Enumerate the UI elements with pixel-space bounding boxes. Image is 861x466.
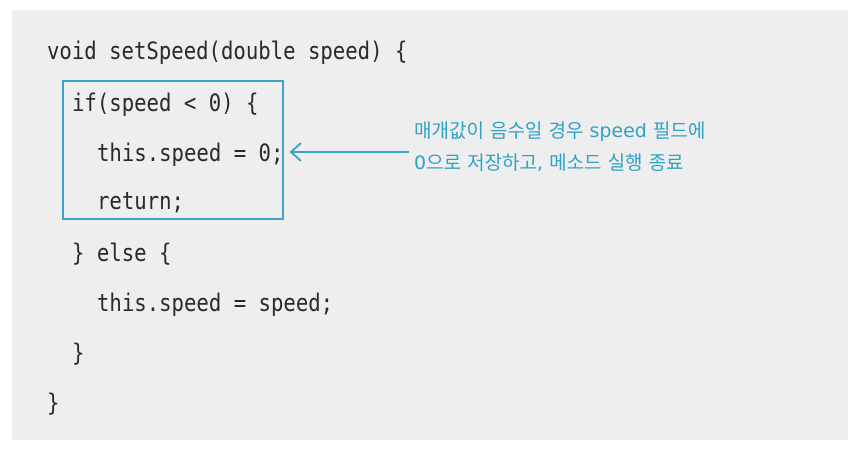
code-panel — [12, 10, 848, 440]
highlight-box — [62, 80, 284, 220]
code-line-assign-zero: this.speed = 0; — [97, 139, 284, 167]
code-line-if-condition: if(speed < 0) { — [72, 89, 259, 117]
code-line-close-method: } — [47, 389, 60, 417]
annotation-arrow-icon — [289, 142, 409, 162]
annotation-line-1: 매개값이 음수일 경우 speed 필드에 — [414, 120, 706, 142]
code-line-close-else: } — [72, 339, 85, 367]
code-line-else: } else { — [72, 239, 172, 267]
code-line-return: return; — [97, 187, 184, 215]
code-line-assign-speed: this.speed = speed; — [97, 289, 334, 317]
annotation-line-2: 0으로 저장하고, 메소드 실행 종료 — [414, 152, 684, 174]
code-line-method-signature: void setSpeed(double speed) { — [47, 37, 408, 65]
